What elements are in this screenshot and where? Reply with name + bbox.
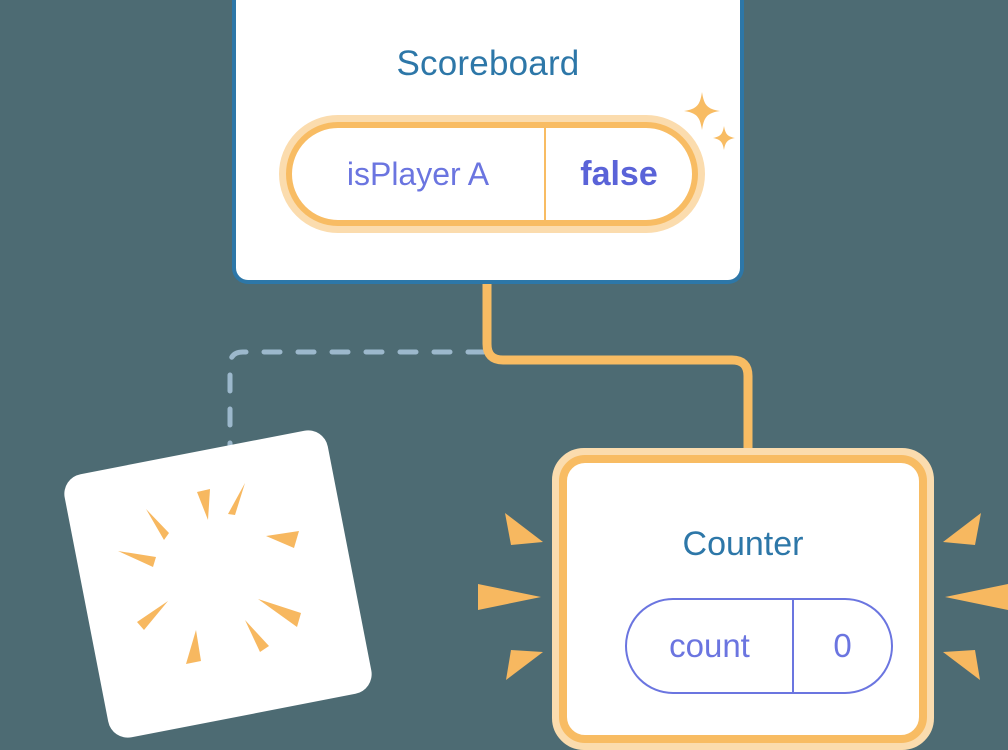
connector-dashed-scoreboard-to-burst-card bbox=[227, 349, 487, 465]
counter-pill-divider bbox=[792, 600, 794, 692]
ray-icon bbox=[245, 620, 269, 652]
ray-icon bbox=[943, 650, 980, 680]
ray-icon bbox=[266, 531, 299, 548]
ray-icon bbox=[137, 601, 168, 630]
ray-icon bbox=[228, 483, 245, 515]
scoreboard-pill-divider bbox=[544, 128, 546, 220]
ray-icon bbox=[197, 489, 210, 520]
scoreboard-pill-body[interactable]: isPlayer A false bbox=[286, 122, 698, 226]
ray-icon bbox=[945, 584, 1008, 610]
connector-solid-scoreboard-to-counter bbox=[482, 284, 753, 462]
scoreboard-pill-key: isPlayer A bbox=[346, 155, 490, 192]
burst-card[interactable] bbox=[60, 426, 376, 742]
ray-icon bbox=[478, 584, 541, 610]
ray-icon bbox=[943, 513, 981, 545]
ray-icon bbox=[118, 551, 156, 567]
counter-card[interactable]: Counter count 0 bbox=[552, 448, 934, 750]
scoreboard-pill-value: false bbox=[580, 154, 658, 193]
counter-state-pill[interactable]: count 0 bbox=[625, 598, 893, 694]
ray-icon bbox=[186, 630, 201, 664]
scoreboard-state-pill[interactable]: isPlayer A false bbox=[279, 115, 705, 233]
ray-icon bbox=[505, 513, 543, 545]
ray-icon bbox=[506, 650, 543, 680]
sparkle-large-icon bbox=[684, 92, 720, 130]
ray-icon bbox=[146, 509, 169, 540]
scoreboard-title: Scoreboard bbox=[396, 44, 580, 83]
burst-card-rays bbox=[118, 483, 301, 664]
counter-pill-key: count bbox=[669, 627, 750, 664]
sparkle-small-icon bbox=[713, 126, 735, 150]
scoreboard-card[interactable]: Scoreboard isPlayer A false bbox=[232, 0, 744, 284]
sparkles-icon bbox=[684, 92, 735, 150]
ray-icon bbox=[258, 599, 301, 627]
counter-title: Counter bbox=[682, 525, 804, 563]
counter-card-body[interactable]: Counter count 0 bbox=[559, 455, 927, 743]
counter-pill-value: 0 bbox=[833, 627, 852, 664]
